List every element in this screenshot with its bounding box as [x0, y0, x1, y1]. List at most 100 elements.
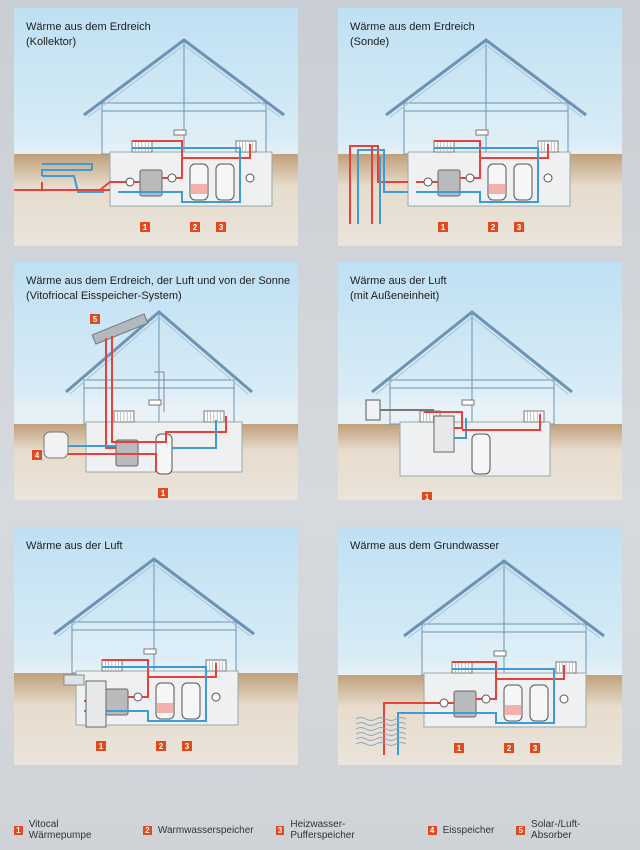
panel-subtitle: (Vitofriocal Eisspeicher-System) — [26, 290, 182, 302]
component-marker — [182, 741, 192, 751]
legend-label: Warmwasserspeicher — [157, 824, 254, 836]
component-marker-number: 3 — [185, 742, 190, 751]
component-marker-number: 1 — [143, 223, 148, 232]
shower-pipe — [154, 371, 165, 412]
storage-tank — [155, 433, 173, 475]
tank-fill — [157, 703, 173, 713]
house-roof-inner — [407, 565, 601, 639]
ground-collector-cold — [41, 169, 92, 176]
component-marker-number: 4 — [35, 451, 40, 460]
air-heat-pump-unit — [85, 680, 107, 728]
circulation-pump-icon — [125, 177, 135, 187]
pipe-hot — [132, 140, 183, 178]
groundwater-wave — [355, 727, 407, 731]
circulation-pump-icon — [211, 692, 221, 702]
house-roof — [53, 557, 255, 636]
circulation-pump-icon — [465, 173, 475, 183]
groundwater-wave — [355, 737, 407, 741]
circulation-pump-icon — [245, 173, 255, 183]
groundwater-wave — [355, 732, 407, 736]
outdoor-unit — [365, 399, 381, 421]
buffer-tank — [529, 684, 549, 722]
component-marker — [216, 222, 226, 232]
house-roof-inner — [57, 563, 251, 637]
indoor-unit — [433, 415, 455, 453]
component-marker-number: 1 — [457, 744, 462, 753]
tank-fill — [191, 184, 207, 194]
pipe-hot — [452, 661, 497, 699]
circulation-pump-icon — [559, 694, 569, 704]
ground-probe-hot — [349, 145, 408, 224]
hot-water-tank — [189, 163, 209, 201]
groundwater-wave — [355, 722, 407, 726]
legend-label: Eisspeicher — [442, 824, 495, 836]
solar-air-absorber — [91, 313, 149, 345]
pipe-cold — [172, 420, 217, 449]
ground-collector-hot — [41, 182, 110, 191]
house-roof-inner — [389, 44, 583, 118]
buffer-tank — [181, 682, 201, 720]
pipe-hot — [68, 453, 157, 472]
sink-icon — [143, 648, 157, 655]
circulation-pump-icon — [133, 692, 143, 702]
pipe-cold — [416, 147, 539, 203]
house-roof-inner — [87, 44, 281, 118]
component-marker — [530, 743, 540, 753]
component-marker-number: 3 — [517, 223, 522, 232]
ground-collector-cold — [42, 175, 104, 193]
legend-marker: 1 — [14, 825, 23, 835]
diagram-eisspeicher: 145 — [14, 310, 298, 500]
component-marker — [438, 222, 448, 232]
pipe-cold — [454, 418, 467, 439]
ground-probe-cold — [357, 149, 408, 224]
component-marker — [90, 314, 100, 324]
pipe-hot — [111, 336, 227, 443]
house-roof — [65, 310, 253, 394]
legend-label: Heizwasser-Pufferspeicher — [290, 819, 355, 841]
tank-fill — [489, 184, 505, 194]
ice-storage-tank — [43, 431, 69, 459]
component-marker-number: 1 — [161, 489, 166, 498]
component-marker-number: 1 — [441, 223, 446, 232]
panel-title: Wärme aus dem Erdreich, der Luft und von… — [26, 275, 291, 287]
component-marker — [422, 492, 432, 500]
sink-icon — [461, 399, 475, 406]
pipe-hot — [434, 140, 481, 178]
legend-item: 1 Vitocal Wärmepumpe — [14, 819, 121, 841]
groundwater-wave — [355, 717, 407, 721]
pipe-hot — [424, 411, 463, 429]
hot-water-tank — [155, 682, 175, 720]
pipe-hot — [462, 414, 541, 431]
component-marker-number: 2 — [159, 742, 164, 751]
groundwater-wave — [355, 742, 407, 746]
panel-subtitle: (Kollektor) — [26, 36, 77, 48]
panel-title: Wärme aus dem Erdreich — [350, 21, 475, 33]
house-roof — [371, 310, 573, 394]
component-marker — [488, 222, 498, 232]
panel-luft-aussen: 1 Wärme aus der Luft(mit Außeneinheit) — [338, 262, 622, 500]
component-marker — [96, 741, 106, 751]
sink-icon — [148, 399, 162, 406]
hot-water-tank — [503, 684, 523, 722]
house-roof-inner — [69, 316, 249, 395]
sink-icon — [475, 129, 489, 136]
pipe-cold — [118, 147, 241, 203]
circulation-pump-icon — [423, 177, 433, 187]
well-pipe-cold — [397, 712, 432, 755]
buffer-tank — [513, 163, 533, 201]
diagram-luft-aussen: 1 — [338, 310, 622, 500]
component-marker-number: 2 — [193, 223, 198, 232]
component-marker — [190, 222, 200, 232]
component-marker-number: 2 — [507, 744, 512, 753]
legend-label: Vitocal Wärmepumpe — [28, 819, 92, 841]
pipe-hot — [105, 338, 116, 449]
house-roof — [403, 559, 605, 638]
panel-title: Wärme aus der Luft — [26, 540, 123, 552]
